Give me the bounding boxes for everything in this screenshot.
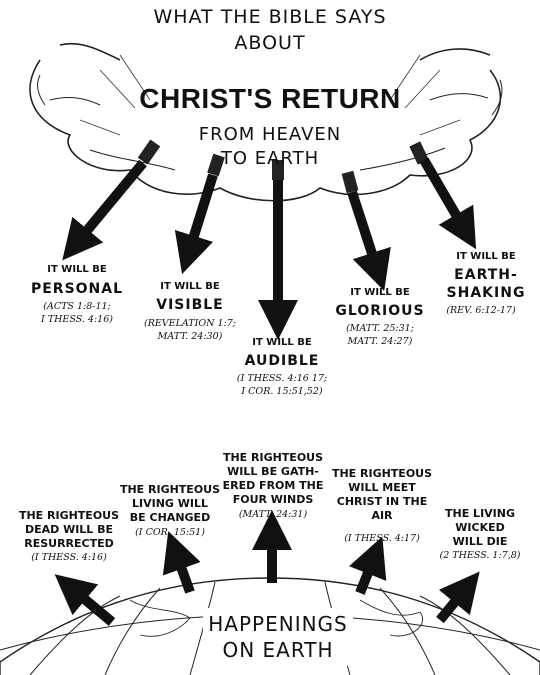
page-title: CHRIST'S RETURN [139,83,401,114]
subtitle-line-1: FROM HEAVEN [198,124,342,145]
happening-line: LIVING WILL [131,497,209,510]
trait-ref: (I THESS. 4:16 17; [236,373,328,384]
trait-word: EARTH- [454,267,518,283]
trait-ref: (REV. 6:12-17) [446,305,516,316]
happening-line: AIR [371,509,393,522]
arrow-meet [349,536,387,595]
arrow-personal [62,159,147,261]
trait-ref: I COR. 15:51,52) [241,386,323,397]
trait-ref: (REVELATION 1:7; [144,318,236,329]
trait-word: AUDIBLE [244,353,320,369]
happening-line: WICKED [455,521,505,534]
arrow-changed [162,531,201,594]
happening-line: THE LIVING [445,507,515,520]
trait-pre: IT WILL BE [350,287,410,298]
happening-line: THE RIGHTEOUS [18,509,120,522]
arrow-sleeve [207,153,225,177]
happenings-label-1: HAPPENINGS [208,612,348,636]
trait-pre: IT WILL BE [252,337,312,348]
happening-line: THE RIGHTEOUS [119,483,221,496]
arrow-sleeve [272,160,284,180]
light-rays [79,54,461,136]
arrow-resurrected [54,574,116,626]
arrow-wicked [436,571,480,624]
globe-label-bg [203,608,353,666]
arrow-glorious [347,190,391,292]
trait-word: GLORIOUS [335,303,425,319]
trait-pre: IT WILL BE [47,264,107,275]
happening-ref: (I COR. 15:51) [135,527,205,538]
trait-word: PERSONAL [30,281,124,297]
happening-line: WILL DIE [452,535,508,548]
trait-ref: (ACTS 1:8-11; [43,301,111,312]
arrow-earthshaking [419,157,477,250]
trait-ref: (MATT. 25:31; [346,323,414,334]
happening-ref: (MATT. 24:31) [238,509,308,520]
arrow-sleeve [137,139,161,165]
happening-ref: (2 THESS. 1:7,8) [439,550,521,561]
happening-line: RESURRECTED [24,537,114,550]
trait-word: SHAKING [446,285,526,301]
arrow-visible [174,173,218,275]
happening-line: BE CHANGED [129,511,211,524]
happening-line: ERED FROM THE [222,479,324,492]
happening-line: THE RIGHTEOUS [222,451,324,464]
arrow-sleeve [409,141,429,165]
happening-line: THE RIGHTEOUS [331,467,433,480]
trait-ref: I THESS. 4:16) [41,314,113,325]
subtitle-line-2: TO EARTH [220,148,320,169]
happening-line: WILL BE GATH- [227,465,319,478]
happening-arrows [54,510,480,626]
header-line-1: WHAT THE BIBLE SAYS [153,6,387,28]
trait-pre: IT WILL BE [456,251,516,262]
trait-ref: MATT. 24:27) [347,336,413,347]
happening-line: DEAD WILL BE [24,523,114,536]
happening-ref: (I THESS. 4:16) [31,552,107,563]
return-arrows [62,139,477,340]
arrow-sleeve [341,170,359,194]
happening-line: FOUR WINDS [232,493,314,506]
trait-pre: IT WILL BE [160,281,220,292]
trait-word: VISIBLE [156,297,224,313]
happenings-label-2: ON EARTH [222,638,334,662]
happening-line: WILL MEET [348,481,416,494]
clouds [29,42,503,202]
happening-ref: (I THESS. 4:17) [344,533,420,544]
trait-ref: MATT. 24:30) [157,331,223,342]
happening-line: CHRIST IN THE [336,495,428,508]
header-line-2: ABOUT [234,32,306,54]
